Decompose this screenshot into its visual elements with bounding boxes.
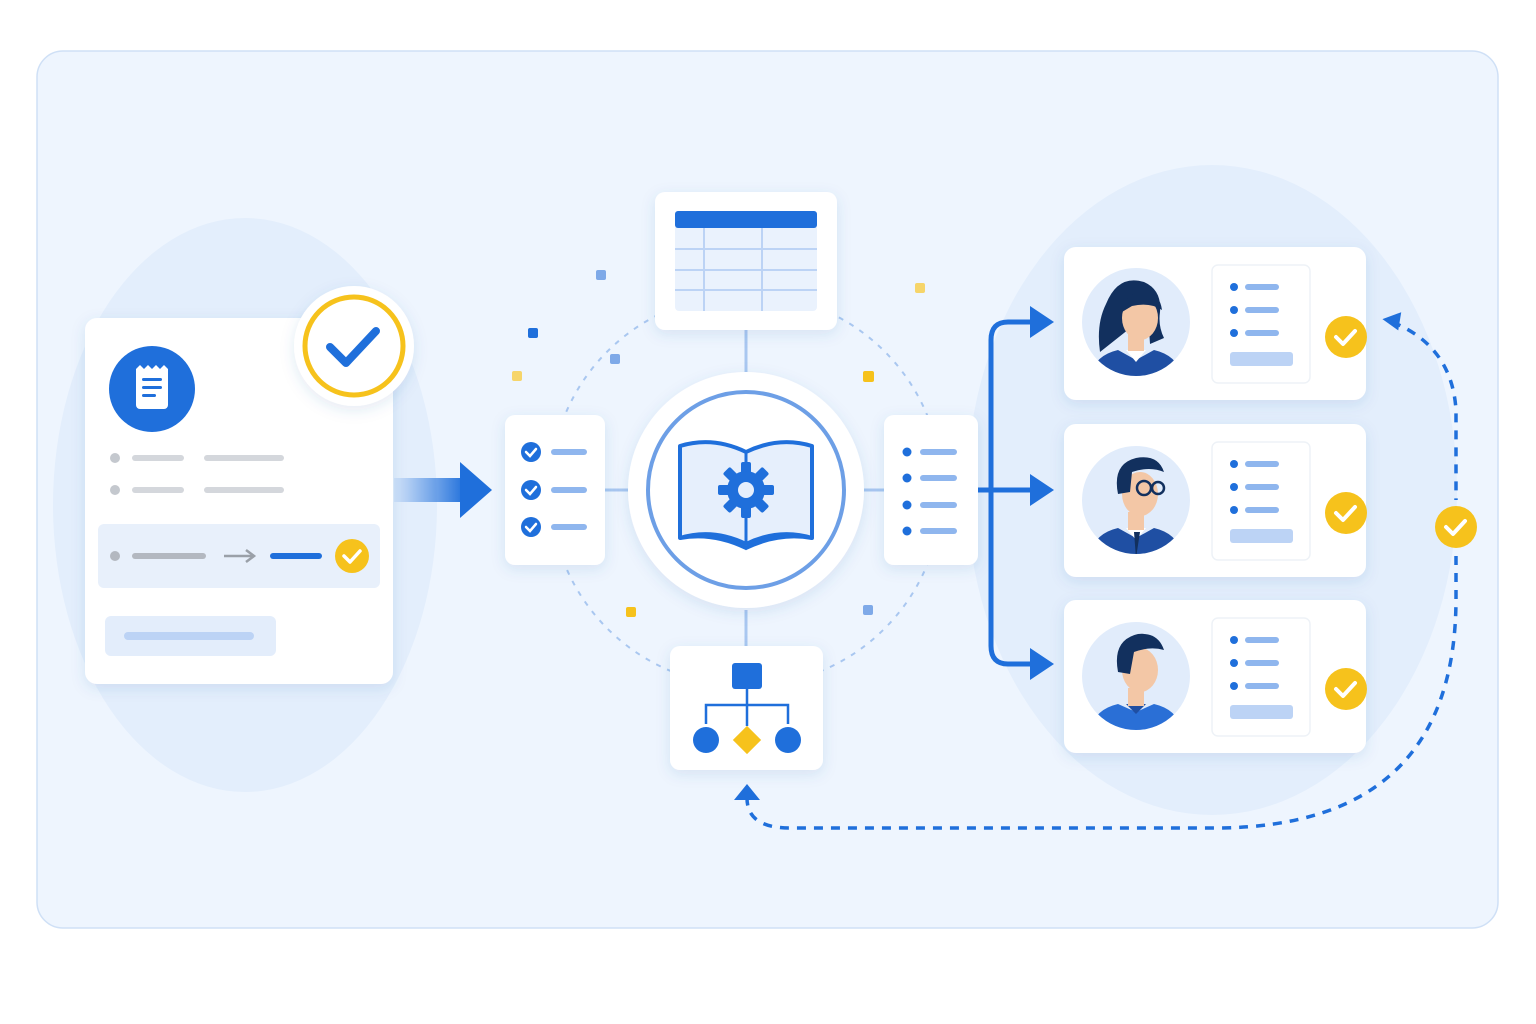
assignee-details	[1211, 264, 1311, 384]
check-icon	[1325, 492, 1367, 534]
checklist-icon	[505, 415, 605, 565]
table-icon	[655, 192, 837, 330]
clipboard-icon	[109, 346, 195, 432]
arrow-right-icon	[224, 549, 257, 563]
check-icon	[1435, 506, 1477, 548]
flow-arrow-right	[394, 462, 492, 518]
flowchart-icon	[670, 646, 823, 770]
man-glasses-avatar-icon	[1082, 446, 1190, 554]
bullet-list-icon	[884, 415, 978, 565]
check-circle-icon	[294, 286, 414, 406]
distribution-arrows	[978, 306, 1054, 680]
request-row	[110, 485, 284, 495]
sparkle-dots	[512, 270, 925, 617]
request-card	[85, 318, 393, 684]
request-highlight-row	[98, 524, 380, 588]
hub-connectors	[605, 330, 884, 646]
assignee-details	[1211, 617, 1311, 737]
assignee-card	[1064, 247, 1367, 400]
feedback-loop	[734, 312, 1477, 830]
assignee-card	[1064, 424, 1367, 577]
assignee-details	[1211, 441, 1311, 561]
request-submit-button[interactable]	[105, 616, 276, 656]
check-icon	[335, 539, 369, 573]
assignee-card	[1064, 600, 1367, 753]
request-row	[110, 453, 284, 463]
check-icon	[1325, 316, 1367, 358]
book-gear-icon	[628, 372, 864, 608]
check-icon	[1325, 668, 1367, 710]
